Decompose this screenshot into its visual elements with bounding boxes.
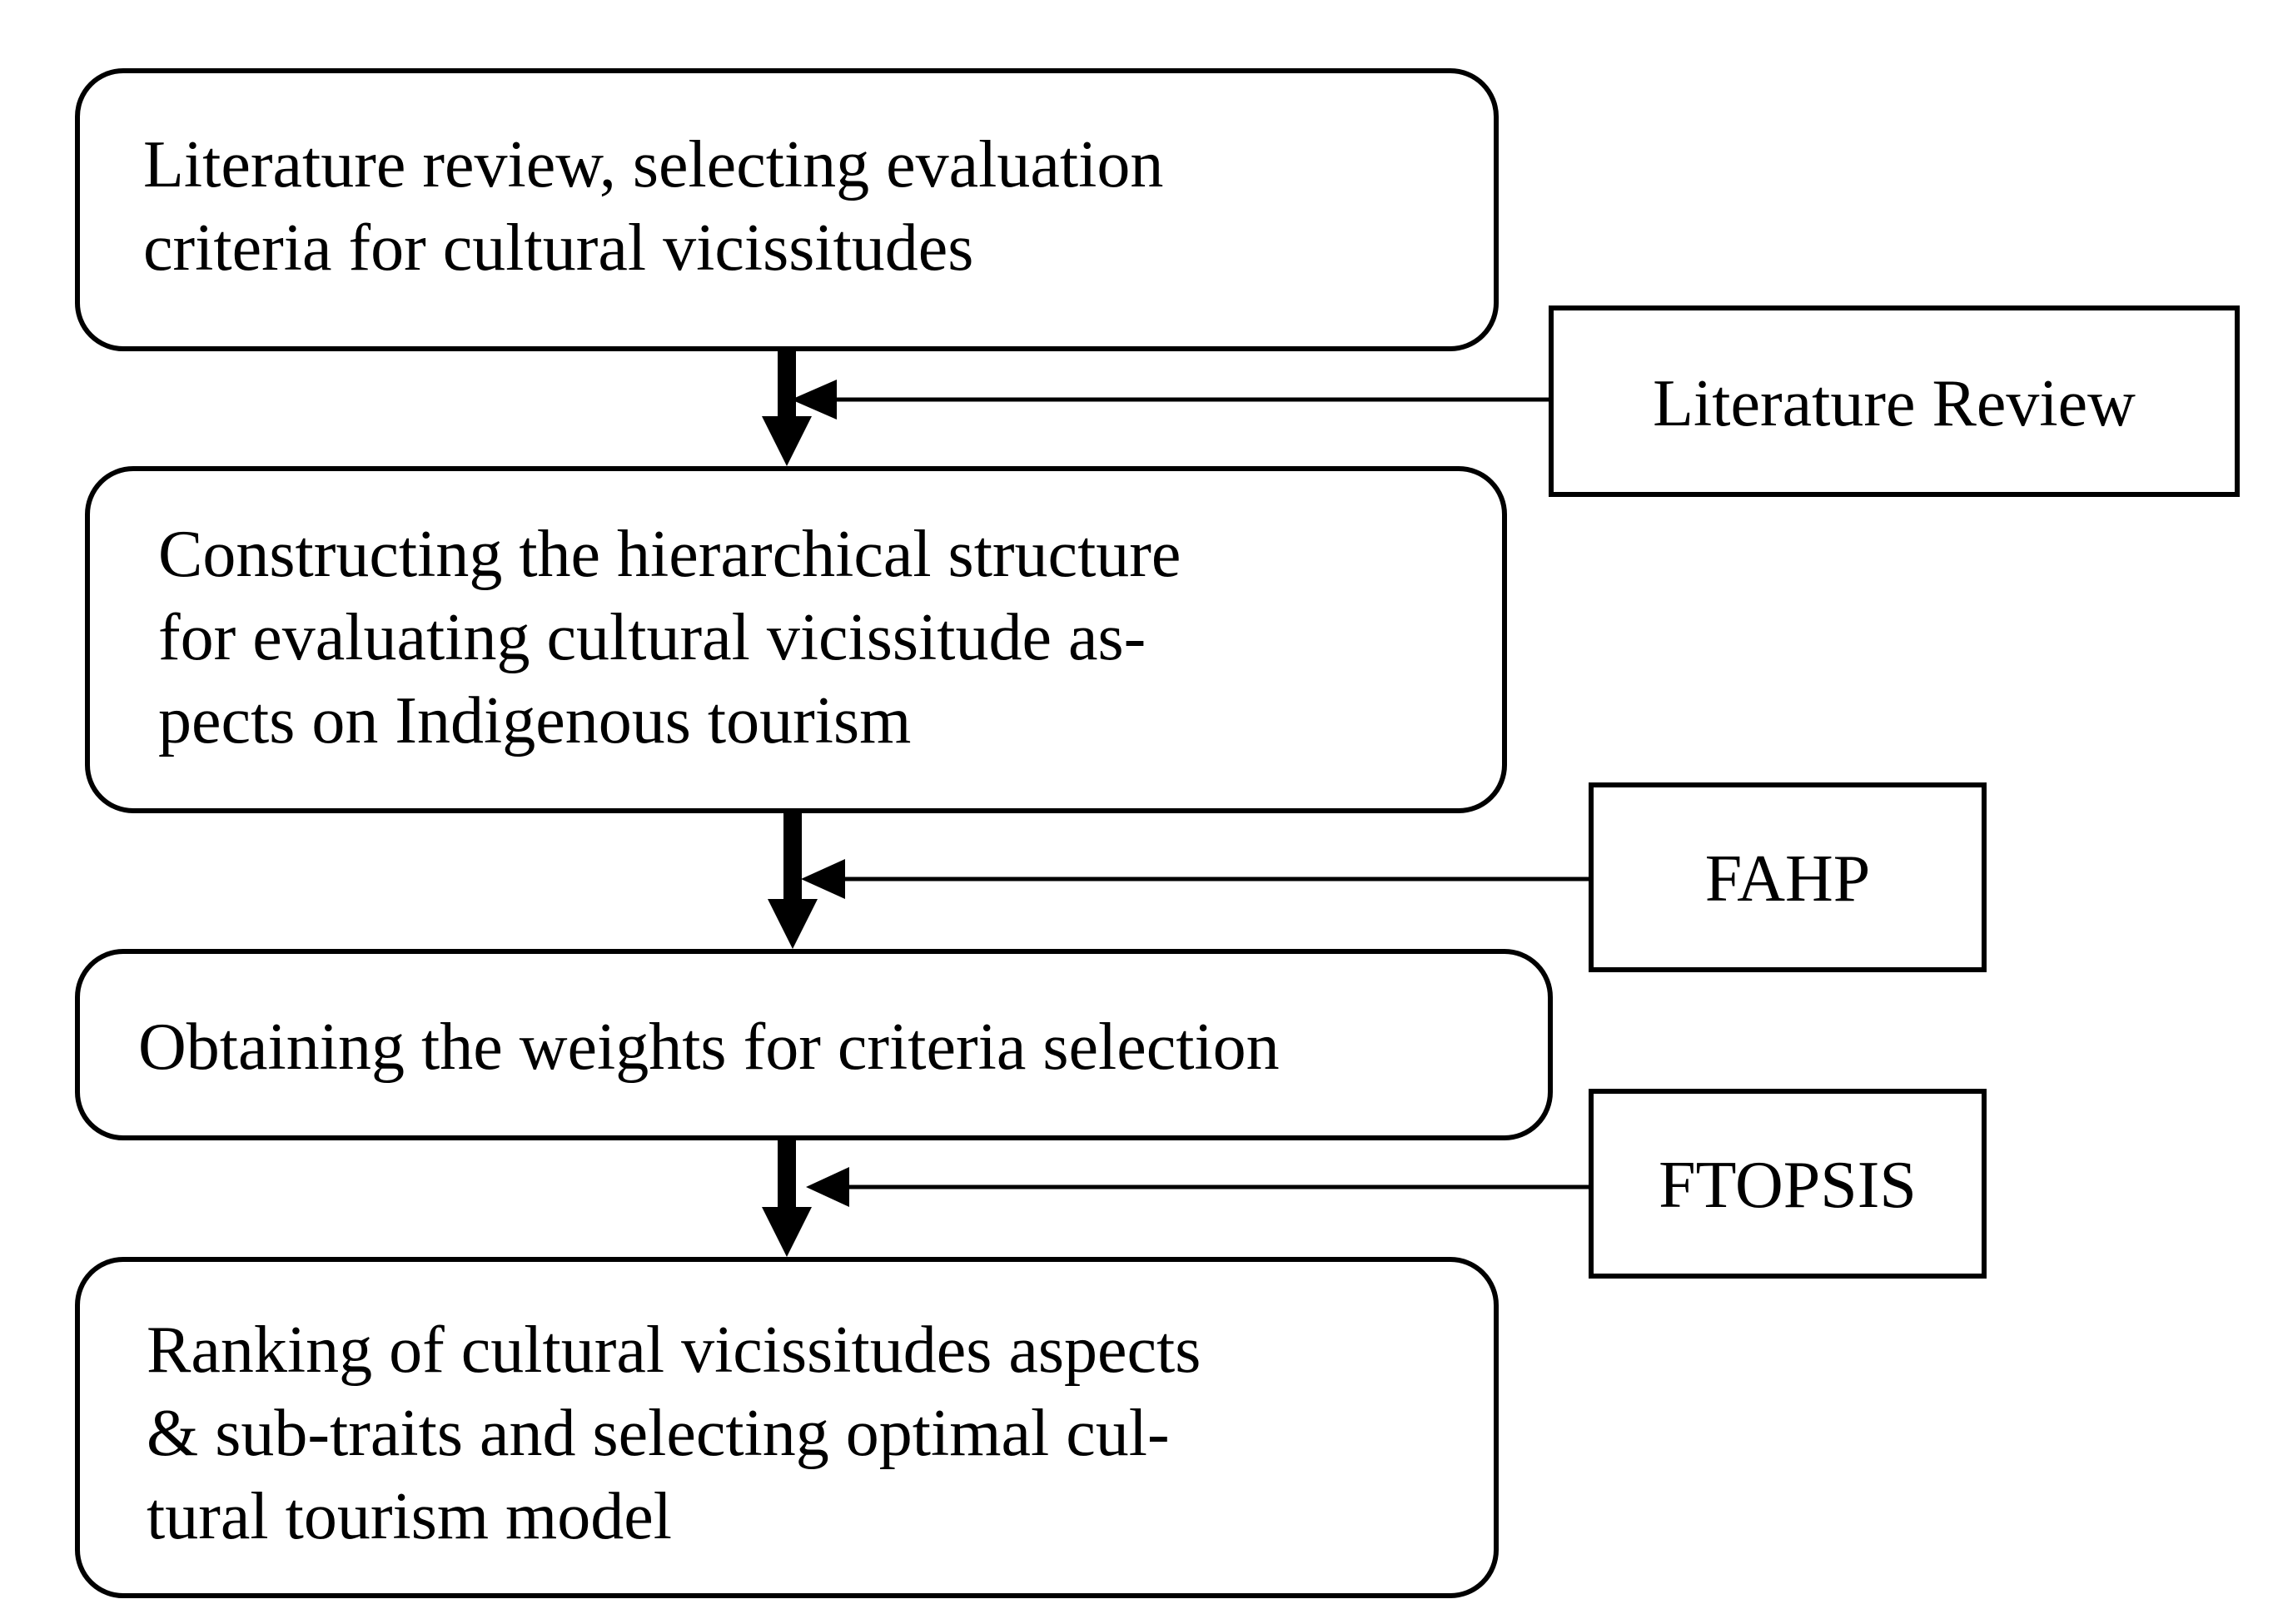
step-4-line-2: & sub-traits and selecting optimal cul- xyxy=(147,1397,1170,1470)
input-arrow-fahp xyxy=(801,859,1592,899)
step-1-line-1: Literature review, selecting evaluation xyxy=(143,128,1164,201)
step-4-line-3: tural tourism model xyxy=(147,1480,673,1553)
step-2-text: Constructing the hierarchical structure … xyxy=(158,513,1181,762)
down-arrow-3 xyxy=(762,1140,812,1257)
step-4-text: Ranking of cultural vicissitudes aspects… xyxy=(147,1309,1201,1558)
down-arrow-1 xyxy=(762,351,812,466)
step-box-4: Ranking of cultural vicissitudes aspects… xyxy=(75,1257,1499,1598)
step-box-3: Obtaining the weights for criteria selec… xyxy=(75,949,1553,1140)
step-2-line-1: Constructing the hierarchical structure xyxy=(158,518,1181,591)
step-1-line-2: criteria for cultural vicissitudes xyxy=(143,211,974,285)
method-box-ftopsis: FTOPSIS xyxy=(1589,1089,1987,1279)
method-literature-review-label: Literature Review xyxy=(1653,367,2136,440)
step-2-line-3: pects on Indigenous tourism xyxy=(158,684,912,757)
step-4-line-1: Ranking of cultural vicissitudes aspects xyxy=(147,1314,1201,1387)
step-box-1: Literature review, selecting evaluation … xyxy=(75,68,1499,351)
step-1-text: Literature review, selecting evaluation … xyxy=(143,123,1163,290)
step-3-line-1: Obtaining the weights for criteria selec… xyxy=(138,1011,1280,1084)
step-3-text: Obtaining the weights for criteria selec… xyxy=(138,1006,1280,1089)
method-fahp-label: FAHP xyxy=(1704,842,1871,916)
method-box-literature-review: Literature Review xyxy=(1549,305,2240,497)
input-arrow-ftopsis xyxy=(806,1167,1592,1207)
step-2-line-2: for evaluating cultural vicissitude as- xyxy=(158,601,1146,674)
input-arrow-literature-review xyxy=(791,380,1552,420)
down-arrow-2 xyxy=(768,813,818,949)
method-ftopsis-label: FTOPSIS xyxy=(1659,1149,1917,1222)
step-box-2: Constructing the hierarchical structure … xyxy=(85,466,1507,813)
method-box-fahp: FAHP xyxy=(1589,782,1987,972)
